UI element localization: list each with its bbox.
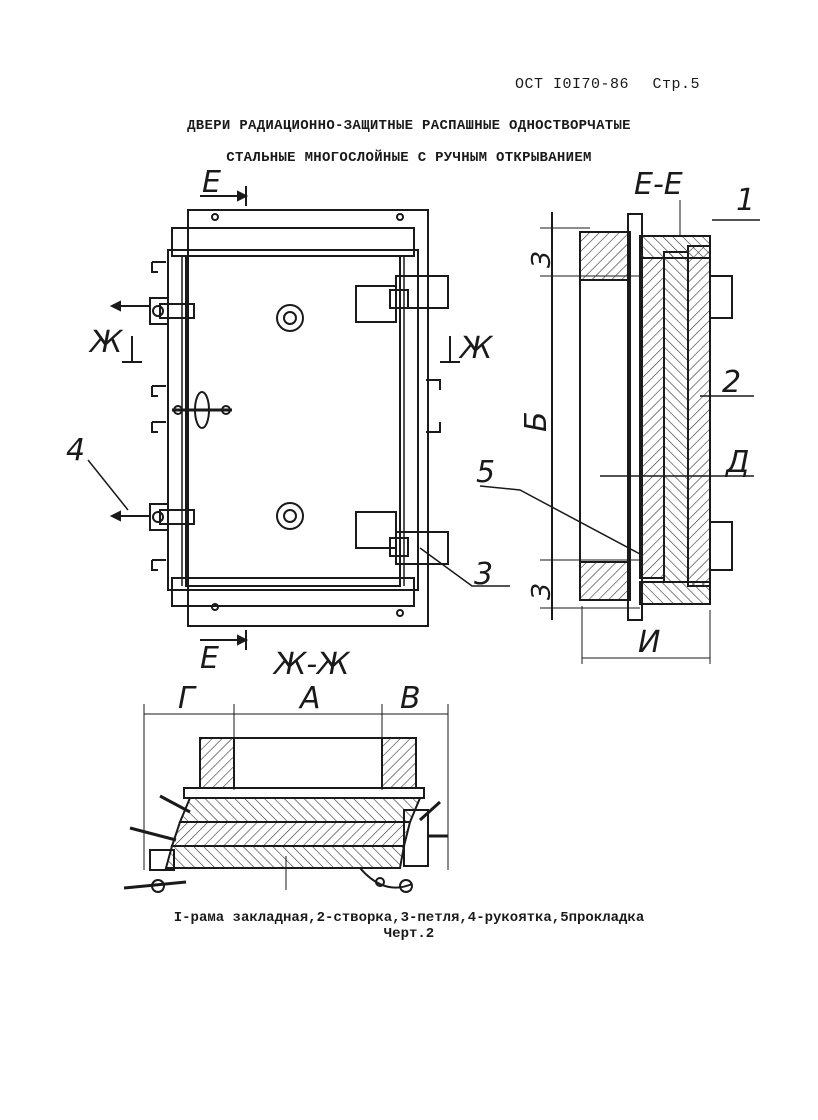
leader-3 <box>419 547 510 587</box>
label-pos-3: 3 <box>474 557 493 592</box>
handle-zh <box>123 880 187 890</box>
frame-top-hatch <box>579 231 631 281</box>
label-dim-d: Д <box>724 445 749 480</box>
door-bottom-band <box>639 581 711 605</box>
standard-number: ОСТ I0I70-86 <box>514 76 629 93</box>
bolt-top-right <box>396 213 404 221</box>
frame-bottom-bar <box>171 577 415 607</box>
label-pos-1: 1 <box>736 183 755 218</box>
frame-top-bar <box>171 227 415 257</box>
door-layer-2 <box>663 251 689 583</box>
wall-block-right <box>381 737 417 789</box>
label-section-e-top: Е <box>202 165 221 200</box>
drawing-caption: I-рама закладная,2-створка,3-петля,4-рук… <box>173 910 645 926</box>
label-dim-b: Б <box>519 411 554 432</box>
latch-zh-upper <box>129 826 177 842</box>
anchor-left-1 <box>151 261 166 273</box>
door-zh-layer-3 <box>164 845 406 869</box>
door-leaf-outline <box>167 249 419 591</box>
label-section-e-bottom: Е <box>200 641 219 676</box>
drawing-number: Черт.2 <box>383 926 435 942</box>
latch-lower <box>159 509 195 525</box>
page-number: Стр.5 <box>652 76 700 93</box>
label-dim-g: Г <box>178 681 197 716</box>
label-pos-4: 4 <box>66 433 85 468</box>
bolt-bottom-right <box>396 609 404 617</box>
anchor-left-2 <box>151 385 166 397</box>
bolt-bottom-left <box>211 603 219 611</box>
label-dim-z-top: З <box>527 251 557 268</box>
label-dim-z-bottom: З <box>527 583 557 600</box>
bolt-top-left <box>211 213 219 221</box>
label-section-zh-left: Ж <box>88 325 124 360</box>
page-header: ОСТ I0I70-86 Стр.5 <box>501 76 700 93</box>
hinge-lower-plate <box>355 511 397 549</box>
hinge-lower <box>395 531 449 565</box>
door-leaf-panel <box>185 255 401 587</box>
label-dim-v: В <box>400 681 421 716</box>
label-pos-2: 2 <box>722 365 741 400</box>
label-section-zh-right: Ж <box>458 331 494 366</box>
handle-knob <box>194 391 210 429</box>
label-section-zhzh: Ж-Ж <box>272 647 351 682</box>
hinge-zh <box>403 809 429 867</box>
section-arrow-zh-left <box>122 336 142 363</box>
hinge-upper <box>395 275 449 309</box>
peephole-upper <box>276 304 304 332</box>
section-ee-view <box>479 200 760 664</box>
label-pos-5: 5 <box>476 455 495 490</box>
latch-zh-box <box>149 849 175 871</box>
door-zh-layer-1 <box>178 797 422 823</box>
label-section-ee: Е-Е <box>634 167 683 202</box>
frame-bottom-hatch <box>579 561 631 601</box>
latch-upper-box <box>149 297 169 325</box>
leader-4 <box>87 459 129 511</box>
section-zhzh-view <box>123 704 449 893</box>
frame-outer <box>187 209 429 627</box>
document-title-line-1: ДВЕРИ РАДИАЦИОННО-ЗАЩИТНЫЕ РАСПАШНЫЕ ОДН… <box>187 118 631 134</box>
label-dim-a: А <box>298 681 321 716</box>
front-view <box>87 186 510 650</box>
hinge-section-lower <box>709 521 733 571</box>
door-layer-3 <box>687 245 711 587</box>
hinge-zh-arc <box>359 867 413 889</box>
anchor-right <box>426 379 441 433</box>
peephole-lower <box>276 502 304 530</box>
document-title-line-2: СТАЛЬНЫЕ МНОГОСЛОЙНЫЕ С РУЧНЫМ ОТКРЫВАНИ… <box>226 150 592 166</box>
door-top-band <box>639 235 711 259</box>
latch-upper <box>159 303 195 319</box>
anchor-left-4 <box>151 559 166 571</box>
frame-plate <box>183 787 425 799</box>
section-arrow-zh-right <box>440 336 460 363</box>
anchor-left-3 <box>151 421 166 433</box>
leader-5 <box>479 485 641 555</box>
hinge-section-upper <box>709 275 733 319</box>
door-layer-1 <box>639 257 665 579</box>
label-dim-i: И <box>638 625 660 660</box>
wall-block-left <box>199 737 235 789</box>
door-zh-layer-2 <box>170 821 412 847</box>
